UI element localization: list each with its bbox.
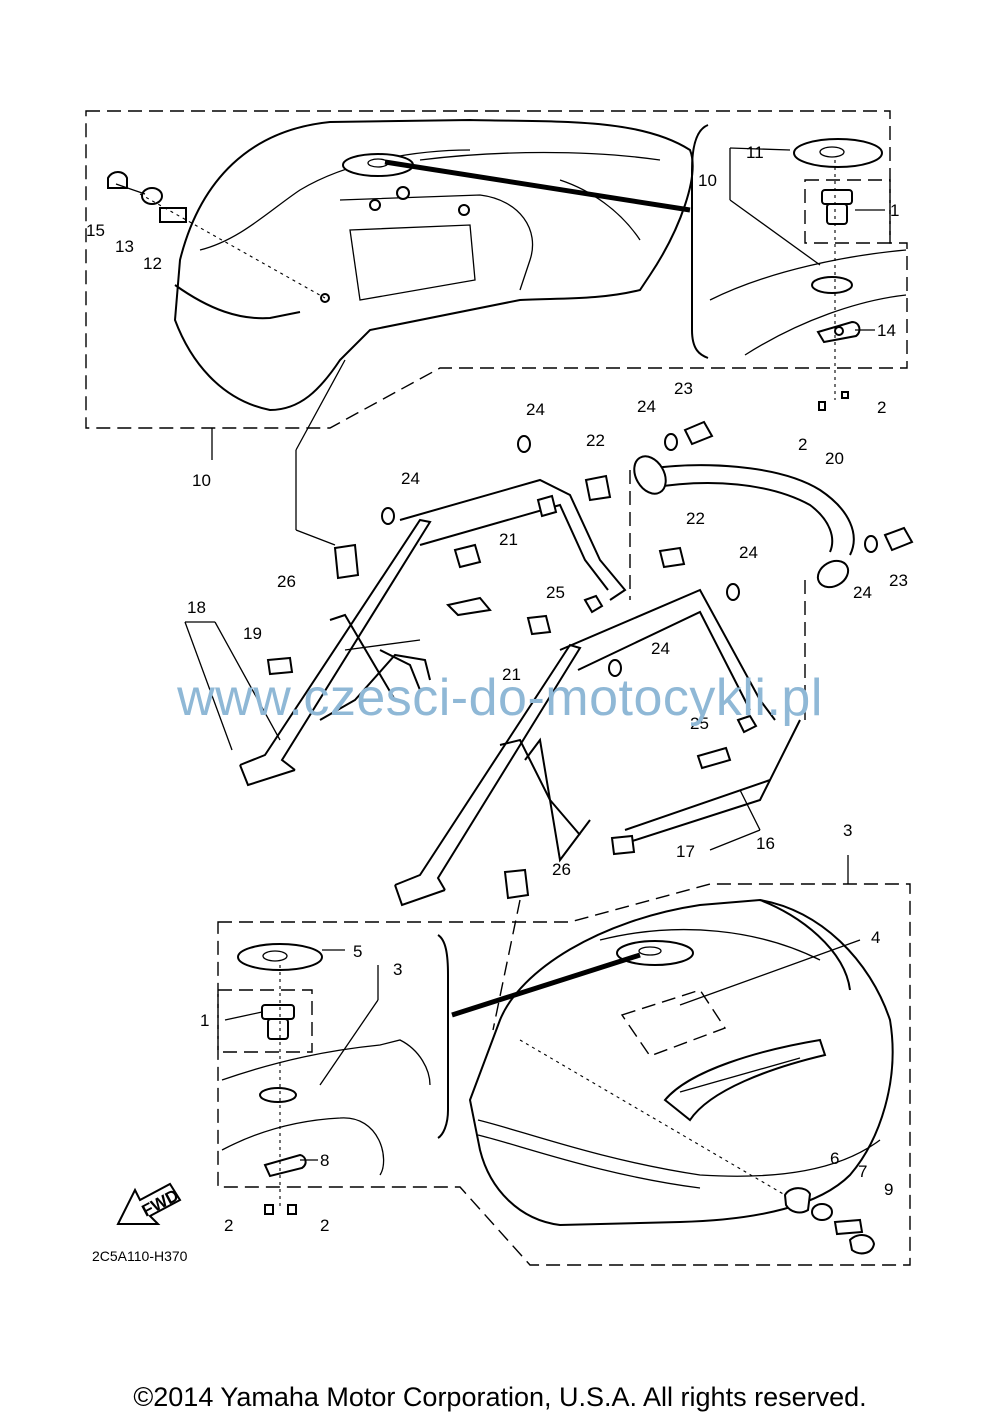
callout-25-b: 25 <box>690 714 709 733</box>
callout-11: 11 <box>746 143 764 162</box>
lower-saddlebag-group <box>217 855 911 1266</box>
callout-12: 12 <box>143 254 162 273</box>
callout-25-a: 25 <box>546 583 565 602</box>
callout-24-e: 24 <box>853 583 872 602</box>
callout-26-a: 26 <box>277 572 296 591</box>
callout-19: 19 <box>243 624 262 643</box>
callout-20: 20 <box>825 449 844 468</box>
callout-3-b: 3 <box>393 960 402 979</box>
fwd-label: FWD <box>139 1186 182 1221</box>
callout-24-a: 24 <box>526 400 545 419</box>
callout-2-c: 2 <box>224 1216 233 1235</box>
callout-21-b: 21 <box>502 665 521 684</box>
callout-23-b: 23 <box>889 571 908 590</box>
callout-24-b: 24 <box>637 397 656 416</box>
callout-14: 14 <box>877 321 896 340</box>
callout-23-a: 23 <box>674 379 693 398</box>
callout-22-a: 22 <box>586 431 605 450</box>
callout-24-c: 24 <box>401 469 420 488</box>
callout-15: 15 <box>86 221 105 240</box>
drawing-code: 2C5A110-H370 <box>92 1248 188 1264</box>
callout-13: 13 <box>115 237 134 256</box>
callout-2-a: 2 <box>877 398 886 417</box>
callout-3-a: 3 <box>843 821 852 840</box>
upper-saddlebag-group <box>85 110 908 460</box>
watermark-text: www.czesci-do-motocykli.pl <box>177 669 823 727</box>
callout-1-lower: 1 <box>200 1011 209 1030</box>
callout-7: 7 <box>858 1162 867 1181</box>
callout-10-b: 10 <box>698 171 717 190</box>
callout-22-b: 22 <box>686 509 705 528</box>
callout-2-b: 2 <box>798 435 807 454</box>
callout-24-f: 24 <box>651 639 670 658</box>
copyright-notice: ©2014 Yamaha Motor Corporation, U.S.A. A… <box>133 1382 867 1412</box>
callout-10-a: 10 <box>192 471 211 490</box>
callout-5: 5 <box>353 942 362 961</box>
callout-24-d: 24 <box>739 543 758 562</box>
callout-17: 17 <box>676 842 695 861</box>
callout-labels: 1 1 2 2 2 2 3 3 4 5 6 7 8 9 10 10 11 12 … <box>86 143 908 1235</box>
callout-6: 6 <box>830 1149 839 1168</box>
callout-2-d: 2 <box>320 1216 329 1235</box>
callout-26-b: 26 <box>552 860 571 879</box>
callout-1-upper: 1 <box>890 201 899 220</box>
callout-21-a: 21 <box>499 530 518 549</box>
callout-16: 16 <box>756 834 775 853</box>
callout-8: 8 <box>320 1151 329 1170</box>
fwd-arrow-icon: FWD <box>116 1182 182 1225</box>
callout-9: 9 <box>884 1180 893 1199</box>
support-bracket-group <box>184 359 914 907</box>
callout-18: 18 <box>187 598 206 617</box>
callout-4: 4 <box>871 928 880 947</box>
